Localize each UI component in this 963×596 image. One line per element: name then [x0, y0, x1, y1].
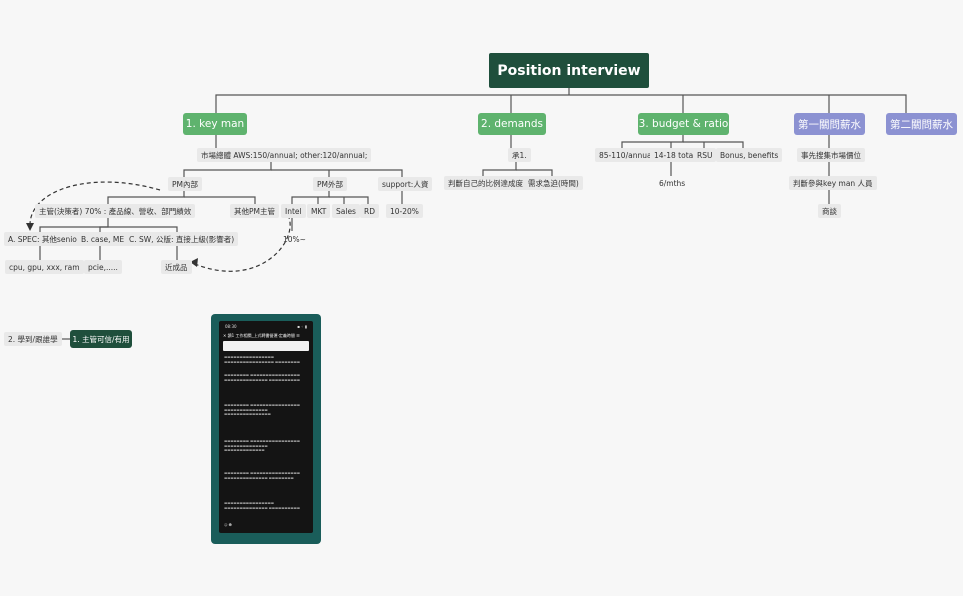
phone-text-block-6: ▬▬▬▬▬▬▬▬▬▬▬▬▬▬▬▬ ▬▬▬▬▬▬▬▬▬▬▬▬▬▬ ▬▬▬▬▬▬▬▬… — [224, 501, 300, 510]
embedded-phone-screenshot[interactable]: 08:30 ▪ ◦ ▮ ✕ 讀1 工作相關_上式聘書營運-定義時間 ☰ ▬▬▬▬… — [211, 314, 321, 544]
subtopic-support-pct[interactable]: 10-20% — [386, 204, 423, 218]
phone-text-block-5: ▬▬▬▬▬▬▬▬ ▬▬▬▬▬▬▬▬▬▬▬▬▬▬▬▬ ▬▬▬▬▬▬▬▬▬▬▬▬▬▬… — [224, 471, 300, 480]
subtopic-intel[interactable]: Intel — [281, 204, 306, 218]
subtopic-rd[interactable]: RD — [360, 204, 379, 218]
subtopic-spec-senior[interactable]: A. SPEC: 其他senior — [4, 232, 84, 246]
phone-text-block-1: ▬▬▬▬▬▬▬▬▬▬▬▬▬▬▬▬ ▬▬▬▬▬▬▬▬▬▬▬▬▬▬▬▬ ▬▬▬▬▬▬… — [224, 355, 300, 364]
subtopic-support-hr[interactable]: support:人資 — [378, 177, 433, 191]
phone-status-bar: 08:30 ▪ ◦ ▮ — [225, 324, 307, 329]
subtopic-from-1[interactable]: 承1. — [508, 148, 531, 162]
phone-text-block-4: ▬▬▬▬▬▬▬▬ ▬▬▬▬▬▬▬▬▬▬▬▬▬▬▬▬ ▬▬▬▬▬▬▬▬▬▬▬▬▬▬… — [224, 439, 300, 452]
subtopic-intel-pct[interactable]: 10%~ — [283, 234, 306, 244]
subtopic-market-price[interactable]: 事先搜集市場價位 — [797, 148, 865, 162]
subtopic-total-months[interactable]: 14-18 total — [650, 148, 700, 162]
subtopic-pm-outer[interactable]: PM外部 — [313, 177, 347, 191]
phone-screen: 08:30 ▪ ◦ ▮ ✕ 讀1 工作相關_上式聘書營運-定義時間 ☰ ▬▬▬▬… — [219, 321, 313, 533]
topic-salary-round-2[interactable]: 第二關問薪水 — [886, 113, 957, 135]
topic-budget-ratio[interactable]: 3. budget & ratio — [638, 113, 729, 135]
subtopic-sales[interactable]: Sales — [332, 204, 360, 218]
subtopic-case-me[interactable]: B. case, ME — [77, 232, 129, 246]
subtopic-sw-board[interactable]: C. SW, 公版: 直接上級(影響者) — [125, 232, 239, 246]
floating-learn-from[interactable]: 2. 學到/跟誰學 — [4, 332, 62, 346]
subtopic-mkt[interactable]: MKT — [307, 204, 331, 218]
subtopic-near-product[interactable]: 近成品 — [161, 260, 192, 274]
subtopic-bonus-benefits[interactable]: Bonus, benefits — [716, 148, 783, 162]
subtopic-urgency[interactable]: 需求急迫(時間) — [524, 176, 583, 190]
phone-text-block-2: ▬▬▬▬▬▬▬▬ ▬▬▬▬▬▬▬▬▬▬▬▬▬▬▬▬ ▬▬▬▬▬▬▬▬▬▬▬▬▬▬… — [224, 373, 300, 382]
subtopic-negotiate[interactable]: 商談 — [818, 204, 841, 218]
subtopic-decision-maker[interactable]: 主管(決策者) 70% : 產品線、營收、部門績效 — [35, 204, 196, 218]
root-topic[interactable]: Position interview — [489, 53, 649, 88]
phone-time: 08:30 — [225, 324, 237, 329]
subtopic-market-overall[interactable]: 市場總體 AWS:150/annual; other:120/annual; — [197, 148, 372, 162]
phone-reaction-icons: ☺ ☻ — [224, 523, 232, 527]
subtopic-judge-ratio[interactable]: 判斷自己的比例達成度 — [444, 176, 527, 190]
phone-banner — [223, 341, 309, 351]
topic-key-man[interactable]: 1. key man — [183, 113, 247, 135]
subtopic-pcie[interactable]: pcie,..... — [84, 260, 122, 274]
subtopic-judge-key-man[interactable]: 判斷參與key man 人員 — [789, 176, 877, 190]
topic-salary-round-1[interactable]: 第一關問薪水 — [794, 113, 865, 135]
subtopic-rsu[interactable]: RSU — [693, 148, 717, 162]
phone-title: ✕ 讀1 工作相關_上式聘書營運-定義時間 ☰ — [223, 333, 300, 338]
subtopic-pm-inner[interactable]: PM內部 — [168, 177, 202, 191]
signal-icon: ▪ ◦ ▮ — [297, 324, 307, 329]
floating-manager-useful[interactable]: 1. 主管可信/有用 — [70, 330, 132, 348]
subtopic-6-months[interactable]: 6/mths — [659, 178, 686, 188]
phone-text-block-3: ▬▬▬▬▬▬▬▬ ▬▬▬▬▬▬▬▬▬▬▬▬▬▬▬▬ ▬▬▬▬▬▬▬▬▬▬▬▬▬▬… — [224, 403, 300, 416]
subtopic-cpu-gpu[interactable]: cpu, gpu, xxx, ram — [5, 260, 84, 274]
subtopic-other-pm-manager[interactable]: 其他PM主管 — [230, 204, 279, 218]
subtopic-annual-range[interactable]: 85-110/annual — [595, 148, 658, 162]
topic-demands[interactable]: 2. demands — [478, 113, 546, 135]
